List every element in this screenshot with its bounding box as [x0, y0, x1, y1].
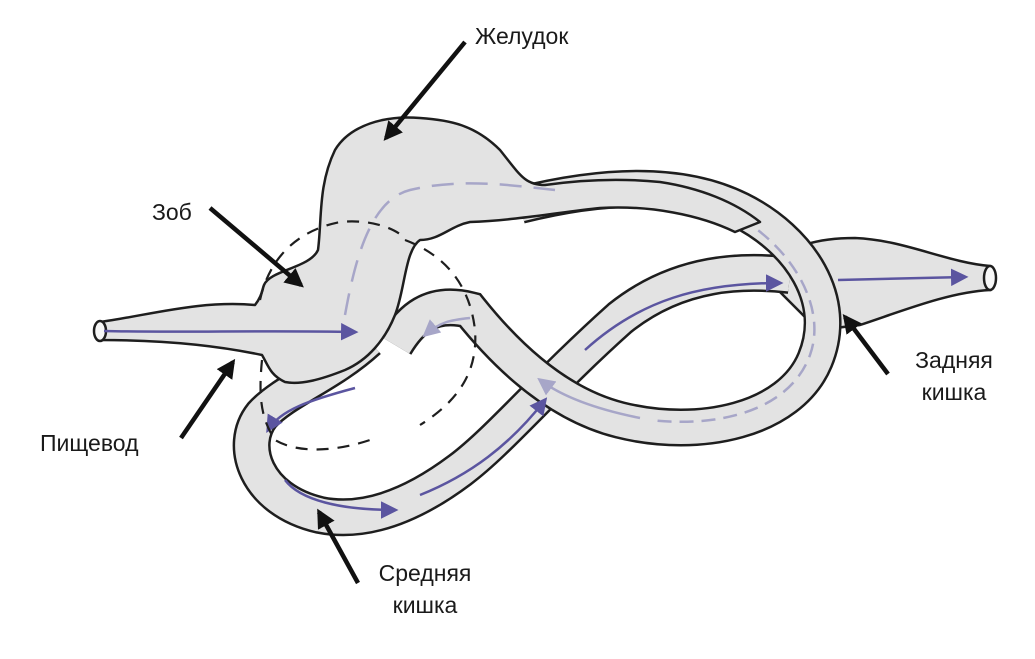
midgut-flow-arrow-8: [584, 274, 784, 351]
esophagus-label: Пищевод: [40, 430, 139, 456]
foregut-body: [98, 116, 762, 385]
stomach-pointer: [383, 40, 467, 141]
hidden-outline: [258, 220, 477, 451]
midgut-label-line-2: кишка: [392, 592, 458, 618]
hindgut-label-line-2: кишка: [921, 379, 987, 405]
esophagus-pointer: [179, 358, 236, 440]
hindgut-flow-arrow: [837, 268, 969, 287]
crop-pointer: [208, 206, 304, 288]
crop-label: Зоб: [152, 199, 192, 225]
midgut-flow-arrow-7: [419, 397, 548, 497]
hidden-crop-lower: [259, 359, 371, 451]
stomach-flow-arrow: [343, 182, 556, 316]
hindgut-label-line-1: Задняя: [915, 347, 993, 373]
hidden-stomach-outline: [404, 238, 477, 426]
pointer-arrows: [179, 40, 890, 585]
stomach-label: Желудок: [475, 23, 569, 49]
midgut-label: Средняя кишка: [360, 557, 490, 621]
foregut: [92, 116, 762, 385]
hindgut-opening: [982, 264, 998, 292]
hidden-crop-outline: [258, 220, 407, 301]
hindgut-pointer: [842, 313, 890, 376]
midgut-flow-arrow-6: [284, 479, 399, 519]
midgut-pointer: [317, 508, 360, 585]
esophagus-flow-arrow: [103, 322, 359, 341]
midgut-flow-arrow-4: [422, 316, 471, 338]
midgut-label-line-1: Средняя: [378, 560, 472, 586]
midgut-flow-arrow-2: [649, 198, 816, 424]
midgut-lower-loop-fill: [235, 256, 792, 534]
midgut-flow-arrow-3: [537, 377, 641, 420]
midgut-flow-arrow-5: [266, 386, 356, 433]
hindgut-label: Задняя кишка: [898, 344, 1010, 408]
